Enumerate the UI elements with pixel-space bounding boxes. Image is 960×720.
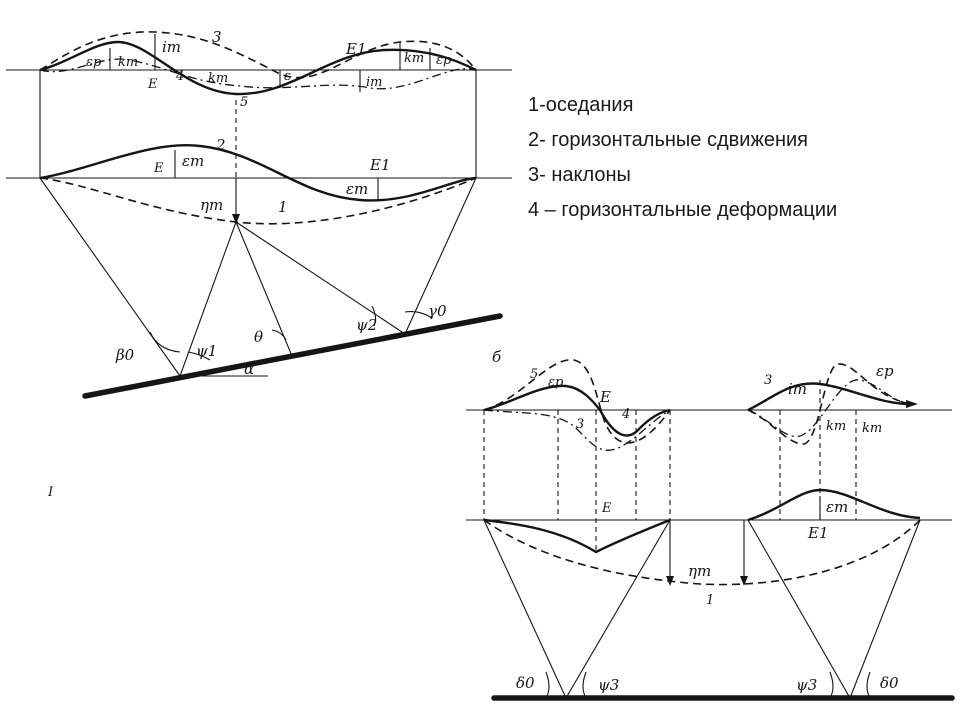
fig-a-curve-5-dashdot: [39, 58, 477, 90]
fig-a-label-E-top: E: [147, 77, 158, 92]
legend-item-1: 1-оседания: [528, 94, 634, 116]
fig-b-label-E-top: E: [599, 388, 611, 406]
fig-b-eta-left-arrowhead: [666, 576, 674, 586]
fig-b-label-delta0-left: δ0: [516, 674, 535, 692]
fig-b-label-delta0-right: δ0: [880, 674, 899, 692]
stray-mark: I: [47, 485, 54, 500]
legend-item-3: 3- наклоны: [528, 164, 631, 186]
fig-b-ray-4: [849, 519, 921, 699]
fig-b-left-curve-4-solid: [598, 408, 671, 437]
fig-b-right-curve-dash: [747, 363, 913, 445]
fig-a-label-eps-mid: ε: [284, 69, 291, 84]
fig-a-label-psi1: ψ1: [196, 342, 217, 360]
fig-a-arc-psi2: [371, 305, 377, 327]
fig-a-label-gamma0: γ0: [428, 302, 447, 320]
fig-b-label-psi3-right: ψ3: [796, 676, 817, 694]
fig-a-ray-psi2: [235, 221, 406, 335]
legend-item-2: 2- горизонтальные сдвижения: [528, 129, 808, 151]
fig-b-label-3-right: 3: [764, 373, 772, 388]
figure-b: б: [466, 348, 955, 701]
fig-a-label-eps-p-right: εp: [436, 53, 452, 68]
fig-b-eta-right-arrowhead: [740, 576, 748, 586]
fig-a-seam-lower: [82, 313, 503, 399]
legend: 1-оседания 2- горизонтальные сдвижения 3…: [528, 88, 948, 228]
fig-a-label-eps-m-mid: εm: [182, 152, 204, 170]
fig-b-label-5: 5: [530, 367, 538, 382]
fig-a-label-alpha: α: [244, 360, 254, 378]
fig-b-arc-psi-right: [829, 671, 834, 699]
fig-b-label-km-2: km: [862, 421, 882, 436]
fig-b-label-km-1: km: [826, 419, 846, 434]
fig-a-curve-4-solid: [39, 40, 477, 96]
fig-a-label-eps-p-left: εp: [86, 55, 102, 70]
fig-a-label-5: 5: [240, 95, 248, 110]
fig-b-label-im: im: [788, 380, 807, 398]
fig-a-arc-gamma: [404, 311, 433, 319]
fig-b-right-arrowhead: [906, 400, 918, 408]
fig-a-ray-theta: [235, 221, 293, 357]
fig-b-ray-3: [747, 519, 851, 699]
fig-a-label-psi2: ψ2: [356, 316, 377, 334]
figure-a: 3 im εp km 4 E km ε 5 E1 km εp im 2 E εm…: [6, 28, 512, 399]
fig-b-label-E-mid: E: [601, 501, 612, 516]
fig-a-label-eps-m-right: εm: [346, 180, 368, 198]
fig-b-label-psi3-left: ψ3: [598, 676, 619, 694]
fig-b-left-curve-3-dashdot: [483, 409, 671, 451]
fig-b-arc-delta-right: [866, 671, 871, 699]
fig-a-label-eta-m: ηm: [200, 196, 223, 214]
fig-b-arc-delta-left: [545, 671, 550, 699]
fig-b-label-eps-m: εm: [826, 498, 848, 516]
fig-b-label-3-left: 3: [576, 417, 584, 432]
fig-b-ray-2: [565, 519, 671, 699]
fig-b-left-curve-solid: [483, 384, 601, 412]
fig-a-label-1: 1: [278, 198, 288, 216]
fig-a-ray-left: [39, 177, 181, 377]
fig-b-label-eps-p-right: εp: [876, 362, 894, 380]
fig-a-label-theta: θ: [254, 328, 263, 346]
fig-b-mid-right-solid: [747, 488, 921, 522]
fig-b-left-curve-5-dash: [483, 359, 671, 444]
fig-a-curve-3-dash: [39, 31, 477, 79]
fig-a-eta-arrowhead: [232, 214, 240, 224]
fig-b-label-E1: E1: [807, 524, 829, 542]
fig-b-right-curve-dashdot: [747, 379, 913, 438]
fig-b-arc-psi-left: [582, 671, 587, 699]
fig-a-label-E1-top: E1: [345, 40, 367, 58]
fig-a-label-km-right: km: [404, 51, 424, 66]
fig-b-letter: б: [492, 348, 502, 366]
fig-a-label-km-mid: km: [208, 71, 228, 86]
fig-a-label-im-top: im: [162, 38, 181, 56]
fig-a-label-im-right: im: [366, 75, 383, 90]
fig-b-label-1: 1: [706, 593, 714, 608]
fig-a-curve-2-solid: [39, 144, 477, 202]
fig-a-label-2: 2: [215, 136, 226, 154]
fig-a-arc-psi1: [187, 351, 211, 361]
fig-a-label-4: 4: [175, 69, 184, 84]
fig-b-mid-left-solid: [483, 518, 671, 554]
fig-b-label-4: 4: [621, 407, 630, 422]
fig-a-label-beta0: β0: [115, 346, 135, 364]
fig-b-label-eta-m: ηm: [688, 562, 711, 580]
fig-a-label-E-mid: E: [153, 161, 164, 176]
fig-a-ray-psi1: [179, 221, 237, 377]
fig-a-arc-beta: [149, 331, 181, 353]
fig-a-label-km-left: km: [118, 55, 138, 70]
fig-b-curve-1-dash: [483, 519, 921, 586]
fig-a-label-3: 3: [212, 28, 222, 46]
fig-a-arc-theta: [271, 329, 287, 341]
fig-b-label-eps-p-left: εp: [548, 375, 564, 390]
fig-a-label-E1-mid: E1: [369, 156, 391, 174]
fig-a-curve-1-dash: [39, 177, 477, 225]
fig-b-right-curve-solid: [747, 382, 911, 412]
fig-a-ray-right: [404, 177, 477, 335]
legend-item-4: 4 – горизонтальные деформации: [528, 199, 838, 221]
fig-b-ray-1: [483, 519, 567, 699]
